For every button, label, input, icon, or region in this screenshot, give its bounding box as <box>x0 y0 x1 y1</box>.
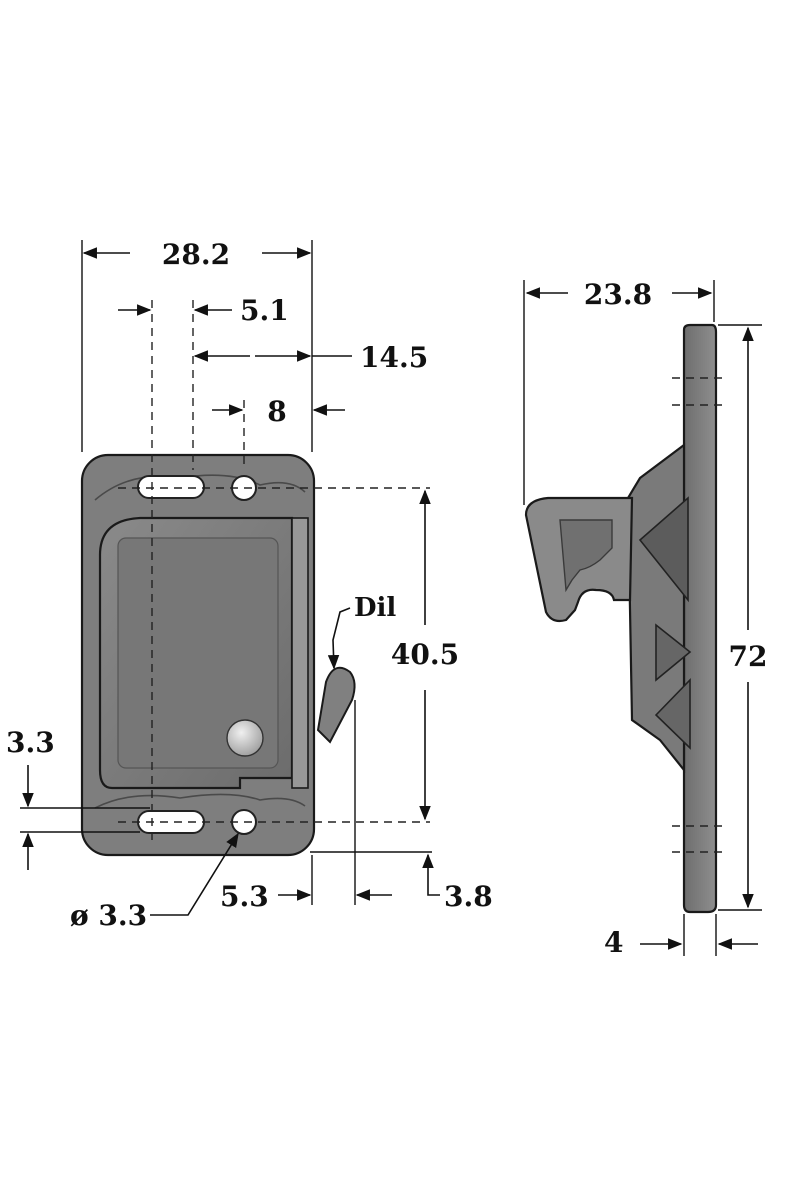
dim-bottom-offset: 3.3 <box>6 726 55 759</box>
latch-ball <box>226 719 264 757</box>
dim-overall-width: 28.2 <box>162 238 230 271</box>
dim-hole-diameter: ø 3.3 <box>70 899 147 932</box>
dim-thickness: 4 <box>604 926 623 959</box>
side-back-plate <box>682 323 718 914</box>
dim-hole-to-edge: 14.5 <box>360 341 428 374</box>
dim-lever-projection: 3.8 <box>444 880 493 913</box>
dim-hole-spacing: 8 <box>267 395 286 428</box>
side-triangle-top <box>638 496 689 603</box>
front-view: 28.2 5.1 14.5 8 40.5 Dil 3.3 ø 3.3 5.3 <box>6 238 493 932</box>
top-rib <box>94 474 306 501</box>
dim-depth: 23.8 <box>584 278 652 311</box>
side-triangle-low <box>654 678 691 750</box>
side-hook-inner <box>559 519 613 593</box>
side-view: 23.8 72 4 <box>523 278 768 959</box>
lever-label: Dil <box>354 593 396 623</box>
dim-lever-offset: 5.3 <box>220 880 269 913</box>
hole-diameter-leader <box>150 832 239 916</box>
housing-side-wall <box>291 517 309 789</box>
lever <box>316 666 356 744</box>
bottom-rib <box>94 793 306 809</box>
side-triangle-mid <box>655 623 692 682</box>
slot-top <box>137 475 205 499</box>
dim-3-8-leader <box>427 872 440 896</box>
housing-face <box>117 537 279 769</box>
dim-hole-vertical-spacing: 40.5 <box>391 638 459 671</box>
dim-slot-width: 5.1 <box>240 294 289 327</box>
dim-height: 72 <box>729 640 768 673</box>
lever-leader <box>327 607 351 670</box>
